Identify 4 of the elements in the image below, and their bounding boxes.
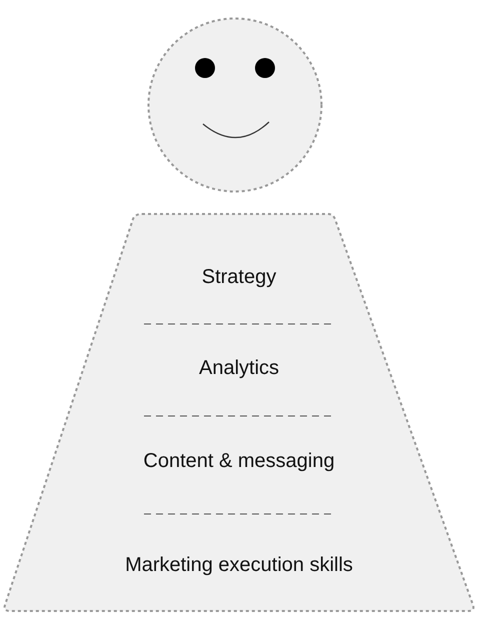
tier-label: Marketing execution skills bbox=[124, 553, 354, 577]
tier-label: Analytics bbox=[198, 356, 280, 380]
tier-label: Content & messaging bbox=[142, 449, 336, 473]
tier-label: Strategy bbox=[200, 265, 278, 289]
